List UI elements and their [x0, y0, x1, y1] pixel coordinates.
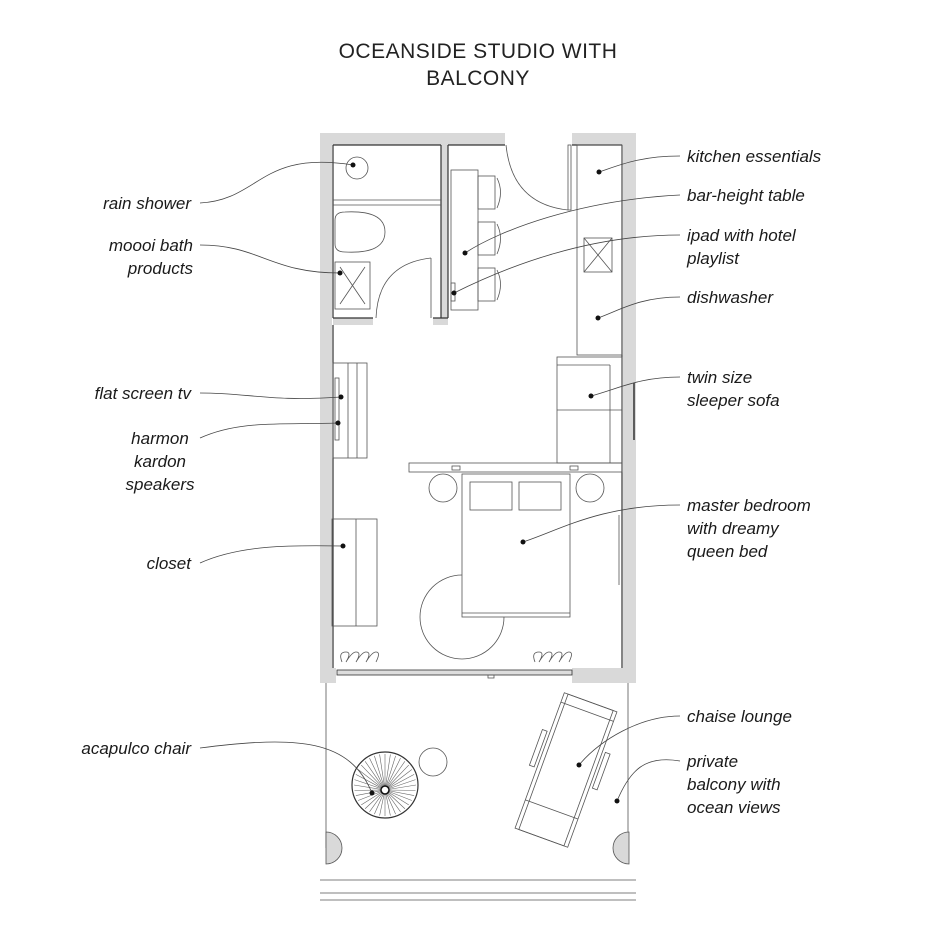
living [331, 356, 635, 679]
label-sofa-2: sleeper sofa [687, 391, 780, 410]
bathroom [333, 156, 441, 319]
bath-sink [334, 261, 371, 310]
label-moooi-1: moooi bath [109, 236, 193, 255]
desk-shelf [408, 462, 623, 473]
label-tv: flat screen tv [95, 384, 193, 403]
nightstand [575, 473, 605, 503]
nightstand [428, 473, 458, 503]
queen-bed [461, 473, 571, 618]
chair-spoke [369, 758, 386, 791]
chair-spoke [384, 779, 416, 791]
label-sofa-1: twin size [687, 368, 752, 387]
chair-spoke [384, 789, 415, 796]
label-bed-1: master bedroom [687, 496, 811, 515]
flat-screen-tv [334, 377, 340, 441]
chair-spoke [355, 774, 386, 791]
rug [419, 574, 505, 660]
chair-spoke [384, 789, 412, 801]
chair-spoke [384, 769, 413, 791]
chair-spoke [384, 784, 417, 791]
chair-spoke [364, 761, 386, 791]
chair-spoke [374, 755, 386, 791]
toilet [334, 211, 386, 253]
entry-door [567, 144, 572, 211]
entry-door-swing [505, 144, 569, 211]
chair-spoke [357, 769, 386, 791]
label-dishwasher: dishwasher [687, 288, 774, 307]
chair-spoke [384, 761, 406, 791]
label-balcony-1: private [686, 752, 738, 771]
kitchen-counter [576, 144, 623, 356]
label-chaise: chaise lounge [687, 707, 792, 726]
acapulco-chair [351, 751, 419, 819]
radiator [340, 651, 379, 663]
bath-door [375, 257, 432, 319]
label-acapulco: acapulco chair [81, 739, 192, 758]
chaise-lounge [514, 692, 618, 848]
label-balcony-2: balcony with [687, 775, 781, 794]
label-ipad-1: ipad with hotel [687, 226, 797, 245]
label-speakers-3: speakers [126, 475, 195, 494]
balcony-sliding-door [336, 669, 573, 676]
label-closet: closet [147, 554, 193, 573]
leader-lines [199, 155, 681, 804]
chair-spoke [379, 754, 386, 791]
rain-shower-head [345, 156, 369, 180]
label-speakers-2: kardon [134, 452, 186, 471]
title-line-2: BALCONY [426, 67, 530, 90]
title-line-1: OCEANSIDE STUDIO WITH [339, 40, 618, 63]
label-bed-3: queen bed [687, 542, 768, 561]
labels-left: rain shower moooi bath products flat scr… [81, 194, 195, 758]
label-speakers-1: harmon [131, 429, 189, 448]
chair-spoke [384, 755, 396, 791]
label-ipad-2: playlist [686, 249, 740, 268]
label-bed-2: with dreamy [687, 519, 780, 538]
radiator [533, 651, 572, 663]
label-moooi-2: products [127, 259, 194, 278]
kitchen [450, 144, 623, 356]
chair-spoke [354, 779, 386, 791]
chair-spoke [384, 758, 401, 791]
tv-unit [332, 362, 368, 459]
chair-spoke [361, 764, 386, 791]
closet [331, 518, 378, 627]
chair-spoke [384, 774, 415, 791]
label-bar: bar-height table [687, 186, 805, 205]
balcony [320, 683, 636, 901]
side-table [418, 747, 448, 777]
kitchen-sink [583, 237, 613, 273]
chair-spoke [384, 754, 391, 791]
label-balcony-3: ocean views [687, 798, 781, 817]
labels-right: kitchen essentials bar-height table ipad… [686, 147, 822, 817]
label-kitchen: kitchen essentials [687, 147, 822, 166]
chair-spoke [384, 764, 409, 791]
label-rain-shower: rain shower [103, 194, 192, 213]
